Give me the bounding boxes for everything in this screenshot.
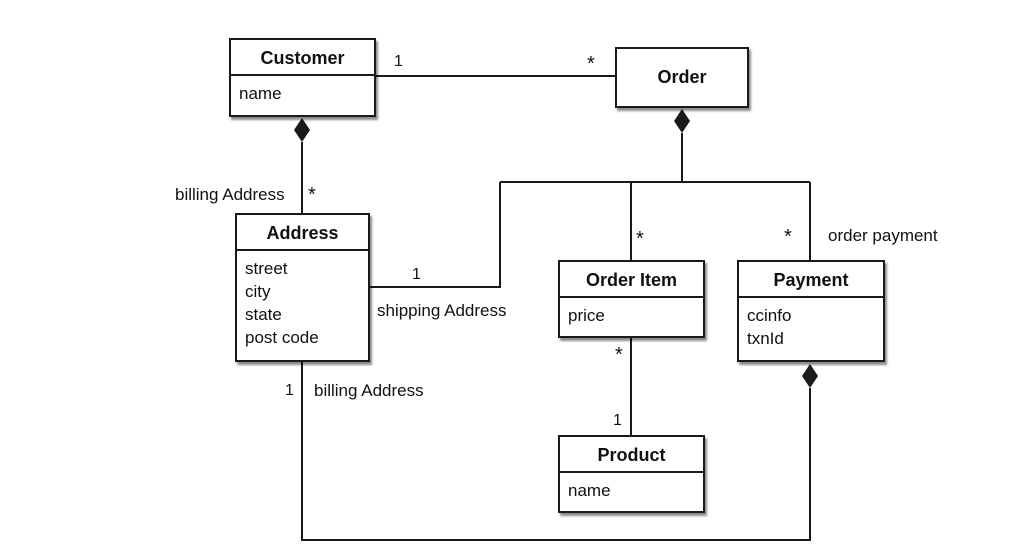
order-payment-mult: * [784, 226, 792, 248]
class-order: Order [615, 47, 749, 108]
customer-order-mult-to: * [587, 53, 595, 75]
class-product: Product name [558, 435, 705, 513]
attribute-list: street city state post code [237, 251, 368, 349]
order-item-mult: * [636, 228, 644, 250]
item-product-mult-to: 1 [613, 412, 622, 429]
payment-composition-diamond [802, 364, 818, 388]
customer-order-mult-from: 1 [394, 53, 403, 70]
class-address: Address street city state post code [235, 213, 370, 362]
payment-billing-address-line [301, 362, 811, 541]
class-name: Order Item [560, 262, 703, 298]
shipping-address-mult: 1 [412, 266, 421, 283]
attribute: post code [245, 328, 319, 347]
billing-address-mult: * [308, 184, 316, 206]
customer-composition-diamond [294, 118, 310, 142]
payment-billing-address-role-label: billing Address [314, 381, 424, 400]
shipping-address-line [370, 182, 501, 288]
attribute: txnId [747, 329, 784, 348]
attribute: name [568, 481, 611, 500]
billing-address-role-label: billing Address [175, 185, 285, 204]
attribute: ccinfo [747, 306, 792, 325]
class-name: Customer [231, 40, 374, 76]
class-customer: Customer name [229, 38, 376, 117]
order-composition-diamond [674, 109, 690, 133]
item-product-mult-from: * [615, 344, 623, 366]
class-order-item: Order Item price [558, 260, 705, 338]
class-name: Order [657, 67, 707, 87]
attribute: name [239, 84, 282, 103]
attribute: state [245, 305, 282, 324]
attribute-list: name [560, 473, 703, 502]
attribute-list: price [560, 298, 703, 327]
class-name: Payment [739, 262, 883, 298]
class-name: Address [237, 215, 368, 251]
class-name: Product [560, 437, 703, 473]
order-payment-role-label: order payment [828, 226, 938, 245]
attribute: city [245, 282, 271, 301]
payment-address-mult: 1 [285, 382, 294, 399]
attribute: street [245, 259, 288, 278]
attribute-list: ccinfo txnId [739, 298, 883, 350]
attribute-list: name [231, 76, 374, 105]
class-payment: Payment ccinfo txnId [737, 260, 885, 362]
shipping-address-role-label: shipping Address [377, 301, 507, 320]
attribute: price [568, 306, 605, 325]
